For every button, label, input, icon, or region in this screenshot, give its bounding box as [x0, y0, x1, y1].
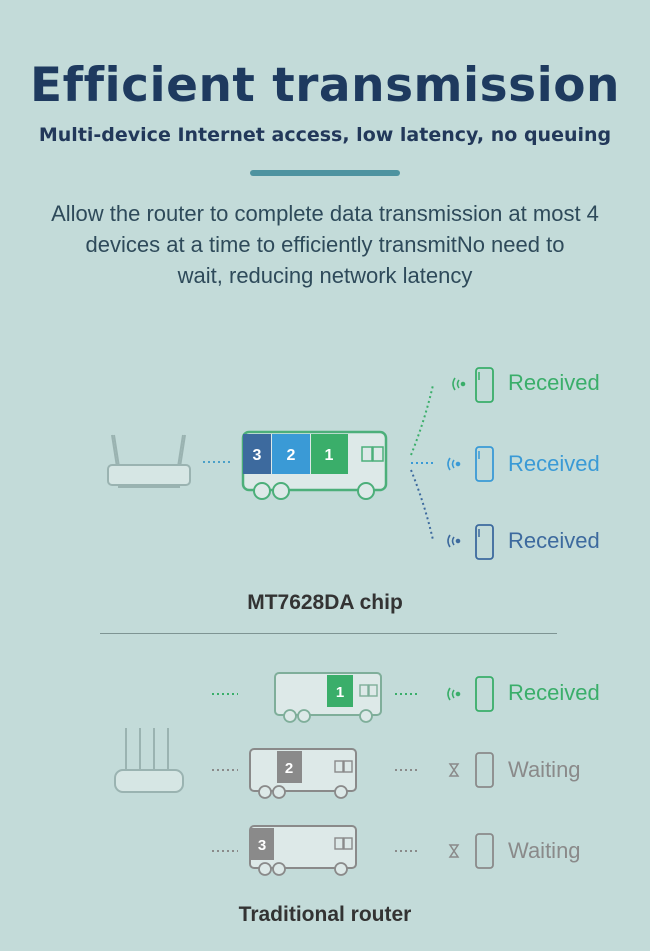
device-row [452, 367, 494, 403]
description: Allow the router to complete data transm… [0, 198, 650, 291]
wifi-signal-icon [452, 377, 466, 391]
wifi-signal-icon [447, 534, 461, 548]
section-divider [100, 633, 557, 634]
router-icon [107, 434, 191, 488]
phone-icon [475, 367, 494, 403]
device-status: Received [508, 370, 600, 395]
description-line: Allow the router to complete data transm… [51, 201, 599, 226]
truck-slot-label: 2 [285, 760, 293, 777]
truck-icon: 1 [274, 672, 382, 723]
device-status: Waiting [508, 757, 581, 782]
phone-icon [475, 833, 494, 869]
truck-slot-label: 1 [325, 447, 334, 464]
phone-icon [475, 524, 494, 560]
description-line: wait, reducing network latency [177, 263, 473, 288]
truck-slot-label: 1 [336, 684, 344, 701]
hourglass-icon [448, 844, 460, 858]
truck-slot-label: 2 [287, 447, 296, 464]
router-icon [114, 728, 184, 793]
device-status: Received [508, 680, 600, 705]
signal-path-navy [410, 469, 434, 541]
truck-icon: 3 2 1 [241, 430, 388, 500]
truck-icon: 2 [249, 748, 357, 799]
mt-section-label: MT7628DA chip [247, 591, 403, 614]
hourglass-icon [448, 763, 460, 777]
traditional-section-label: Traditional router [238, 903, 412, 926]
truck-slot-label: 3 [258, 837, 266, 854]
device-status: Waiting [508, 838, 581, 863]
page-title: Efficient transmission [30, 58, 620, 113]
phone-icon [475, 446, 494, 482]
description-line: devices at a time to efficiently transmi… [85, 232, 565, 257]
device-row [447, 524, 494, 560]
page-subtitle: Multi-device Internet access, low latenc… [38, 124, 612, 146]
device-status: Received [508, 451, 600, 476]
wifi-signal-icon [447, 687, 461, 701]
phone-icon [475, 752, 494, 788]
device-row [447, 446, 494, 482]
truck-slot-label: 3 [253, 447, 262, 464]
signal-path-green [410, 384, 434, 456]
device-status: Received [508, 528, 600, 553]
accent-bar [250, 170, 400, 176]
phone-icon [475, 676, 494, 712]
truck-icon: 3 [249, 825, 357, 876]
wifi-signal-icon [447, 457, 461, 471]
